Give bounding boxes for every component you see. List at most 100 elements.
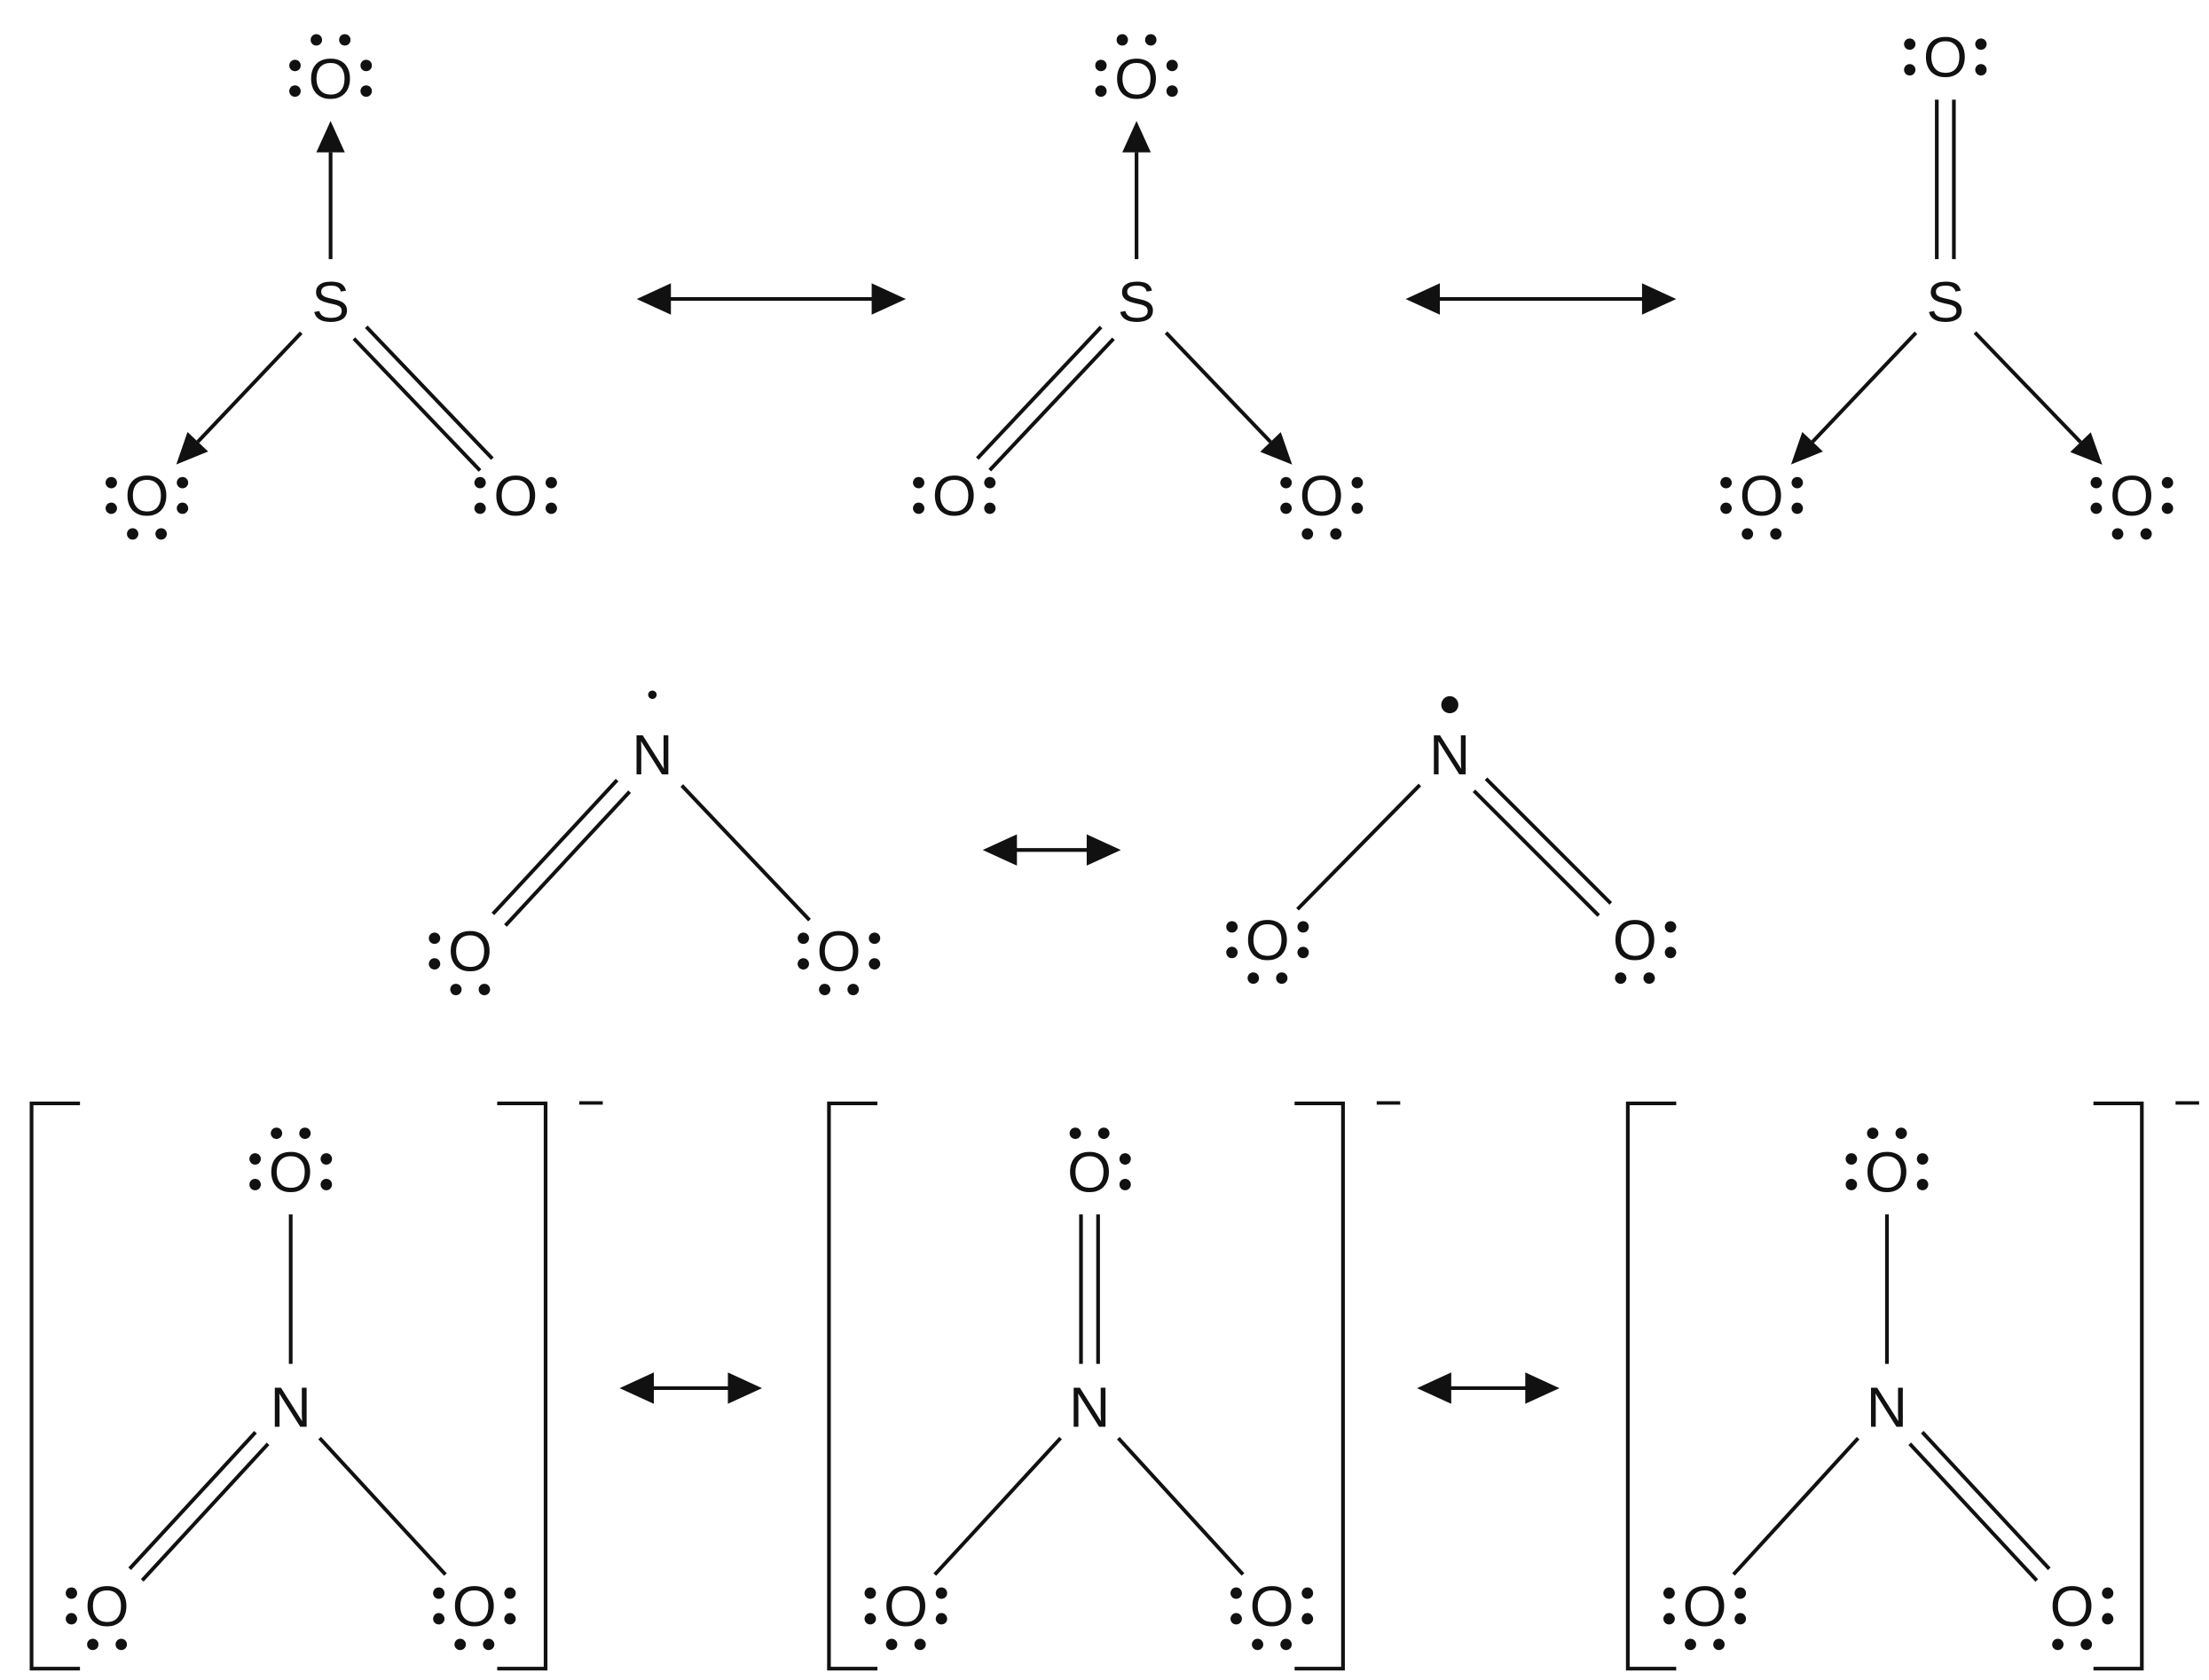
single-bond-line xyxy=(1732,1436,1860,1576)
atom-label: O xyxy=(1300,464,1344,528)
lone-pair-electron xyxy=(864,1587,877,1599)
left-bracket xyxy=(29,1101,81,1671)
double-bond-line xyxy=(352,337,482,472)
lone-pair-electron xyxy=(155,528,168,540)
lone-pair-electron xyxy=(1720,502,1733,514)
resonance-arrowhead-left xyxy=(982,834,1018,866)
lone-pair-electron xyxy=(360,85,373,98)
lone-pair-electron xyxy=(819,984,831,995)
lone-pair-electron xyxy=(913,476,924,489)
dative-arrowhead xyxy=(176,431,208,465)
lone-pair-electron xyxy=(869,958,881,970)
lone-pair-electron xyxy=(1301,528,1314,540)
lone-pair-electron xyxy=(1867,1127,1879,1140)
lone-pair-electron xyxy=(1301,1587,1314,1599)
double-bond-line xyxy=(365,325,494,460)
lone-pair-electron xyxy=(320,1153,333,1165)
resonance-arrowhead-left xyxy=(1417,1372,1451,1404)
lone-pair-electron xyxy=(1252,1638,1263,1651)
lone-pair-electron xyxy=(1330,528,1342,540)
resonance-arrowhead-right xyxy=(1641,283,1677,315)
atom-label: O xyxy=(309,47,353,111)
atom-label: O xyxy=(1246,908,1290,972)
lone-pair-electron xyxy=(546,502,557,514)
lone-pair-electron xyxy=(885,1638,898,1651)
lone-pair-electron xyxy=(1095,59,1107,72)
resonance-arrow xyxy=(1417,1372,1560,1404)
resonance-arrow xyxy=(636,283,907,315)
lone-pair-electron xyxy=(864,1613,877,1625)
negative-charge: − xyxy=(577,1076,605,1130)
lone-pair-electron xyxy=(1713,1638,1726,1651)
atom-label: O xyxy=(493,464,538,528)
negative-charge: − xyxy=(1374,1076,1403,1130)
lone-pair-electron xyxy=(433,1587,445,1599)
lone-pair-electron xyxy=(428,958,441,970)
right-bracket xyxy=(1294,1101,1345,1671)
negative-charge: − xyxy=(2174,1076,2202,1130)
lone-pair-electron xyxy=(869,932,881,945)
lone-pair-electron xyxy=(249,1153,261,1165)
lone-pair-electron xyxy=(66,1613,77,1625)
atom-label: O xyxy=(125,464,169,528)
resonance-arrowhead-right xyxy=(871,283,907,315)
lone-pair-electron xyxy=(2090,502,2103,514)
lone-pair-electron xyxy=(339,34,351,46)
lone-pair-electron xyxy=(2161,502,2174,514)
lone-pair-electron xyxy=(1280,1638,1293,1651)
lone-pair-electron xyxy=(984,476,996,489)
lone-pair-electron xyxy=(320,1179,333,1190)
lone-pair-electron xyxy=(1144,34,1157,46)
dative-arrowhead xyxy=(2070,432,2103,465)
resonance-arrowhead-left xyxy=(636,283,672,315)
atom-label: N xyxy=(1867,1375,1907,1439)
atom-label: O xyxy=(1865,1140,1909,1204)
lone-pair-electron xyxy=(2080,1638,2093,1651)
lone-pair-electron xyxy=(360,59,373,72)
lone-pair-electron xyxy=(1351,476,1364,489)
lone-pair-electron xyxy=(2140,528,2152,540)
lone-pair-electron xyxy=(66,1587,77,1599)
double-bond-line xyxy=(988,337,1115,472)
resonance-arrow xyxy=(982,834,1121,866)
lone-pair-electron xyxy=(1116,34,1128,46)
atom-label: O xyxy=(1067,1140,1112,1204)
lone-pair-electron xyxy=(474,476,486,489)
lone-pair-electron xyxy=(2102,1613,2114,1625)
dative-bond-line xyxy=(196,331,303,444)
lone-pair-electron xyxy=(914,1638,926,1651)
left-bracket xyxy=(1625,1101,1677,1671)
atom-label: S xyxy=(311,271,350,334)
lone-pair-electron xyxy=(2052,1638,2064,1651)
lone-pair-electron xyxy=(1297,921,1309,933)
atom-label: O xyxy=(448,920,492,984)
atom-label: S xyxy=(1926,271,1964,334)
lone-pair-electron xyxy=(1663,1613,1675,1625)
resonance-arrowhead-right xyxy=(727,1372,762,1404)
lone-pair-electron xyxy=(454,1638,467,1651)
lone-pair-electron xyxy=(1904,38,1916,51)
lone-pair-electron xyxy=(177,476,189,489)
dative-arrowhead xyxy=(316,121,345,153)
lone-pair-electron xyxy=(1741,528,1754,540)
double-bond-line xyxy=(491,779,619,915)
lone-pair-electron xyxy=(504,1613,516,1625)
dative-bond-line xyxy=(1164,331,1272,444)
lone-pair-electron xyxy=(1230,1613,1242,1625)
lone-pair-electron xyxy=(115,1638,128,1651)
lone-pair-electron xyxy=(1247,972,1260,985)
single-bond-line xyxy=(318,1436,447,1576)
dative-arrowhead xyxy=(1122,121,1152,153)
lone-pair-electron xyxy=(546,476,557,489)
lone-pair-electron xyxy=(1119,1179,1131,1190)
single-bond-line xyxy=(1296,783,1421,911)
lone-pair-electron xyxy=(289,85,301,98)
lone-pair-electron xyxy=(504,1587,516,1599)
atom-label: O xyxy=(1923,26,1968,90)
lone-pair-electron xyxy=(1916,1179,1929,1190)
single-bond-line xyxy=(680,784,812,922)
